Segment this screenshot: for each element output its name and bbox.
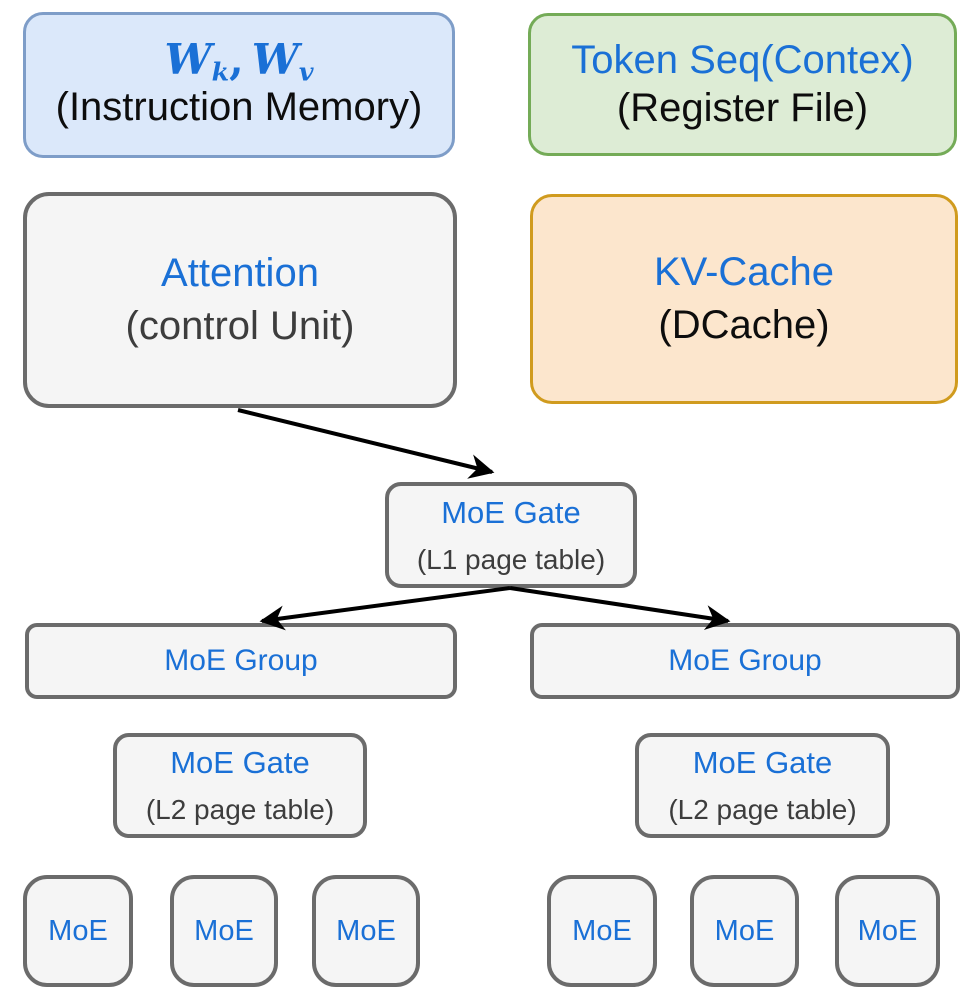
node-attention-control-unit: Attention (control Unit)	[23, 192, 457, 408]
weights-subtitle: (Instruction Memory)	[55, 85, 423, 130]
node-token-seq-register-file: Token Seq(Contex) (Register File)	[528, 13, 957, 156]
token-seq-subtitle: (Register File)	[616, 85, 869, 130]
moe-expert-label: MoE	[48, 914, 108, 947]
node-moe-expert: MoE	[23, 875, 133, 987]
moe-group-left-title: MoE Group	[164, 644, 318, 677]
moe-gate-l1-subtitle: (L1 page table)	[416, 543, 606, 575]
edge-attention-to-gate	[237, 408, 495, 479]
node-moe-gate-l2-left: MoE Gate (L2 page table)	[113, 733, 367, 838]
kv-cache-title: KV-Cache	[653, 249, 835, 294]
moe-gate-l2-left-title: MoE Gate	[170, 745, 310, 780]
moe-expert-label: MoE	[194, 914, 254, 947]
moe-gate-l2-right-subtitle: (L2 page table)	[668, 794, 857, 825]
kv-cache-subtitle: (DCache)	[658, 303, 830, 347]
moe-gate-l2-left-subtitle: (L2 page table)	[145, 794, 335, 825]
node-moe-group-left: MoE Group	[25, 623, 457, 699]
node-moe-gate-l1: MoE Gate (L1 page table)	[385, 482, 637, 588]
edge-gate-to-group-left	[259, 586, 511, 631]
node-moe-expert: MoE	[170, 875, 278, 987]
weights-math-title: Wk,Wv	[164, 34, 314, 86]
node-weights-instruction-memory: Wk,Wv (Instruction Memory)	[23, 12, 455, 158]
node-kv-cache-dcache: KV-Cache (DCache)	[530, 194, 958, 404]
moe-expert-label: MoE	[714, 914, 775, 947]
token-seq-title: Token Seq(Contex)	[571, 38, 914, 83]
moe-gate-l2-right-title: MoE Gate	[692, 745, 833, 780]
node-moe-expert: MoE	[835, 875, 940, 987]
moe-expert-label: MoE	[572, 914, 632, 947]
edge-gate-to-group-right	[509, 586, 731, 630]
node-moe-gate-l2-right: MoE Gate (L2 page table)	[635, 733, 890, 838]
moe-gate-l1-title: MoE Gate	[441, 494, 581, 530]
attention-subtitle: (control Unit)	[125, 304, 355, 348]
moe-group-right-title: MoE Group	[668, 644, 822, 677]
node-moe-group-right: MoE Group	[530, 623, 960, 699]
attention-title: Attention	[161, 250, 319, 295]
moe-expert-label: MoE	[857, 914, 918, 947]
node-moe-expert: MoE	[690, 875, 799, 987]
node-moe-expert: MoE	[547, 875, 657, 987]
moe-expert-label: MoE	[336, 914, 396, 947]
node-moe-expert: MoE	[312, 875, 420, 987]
